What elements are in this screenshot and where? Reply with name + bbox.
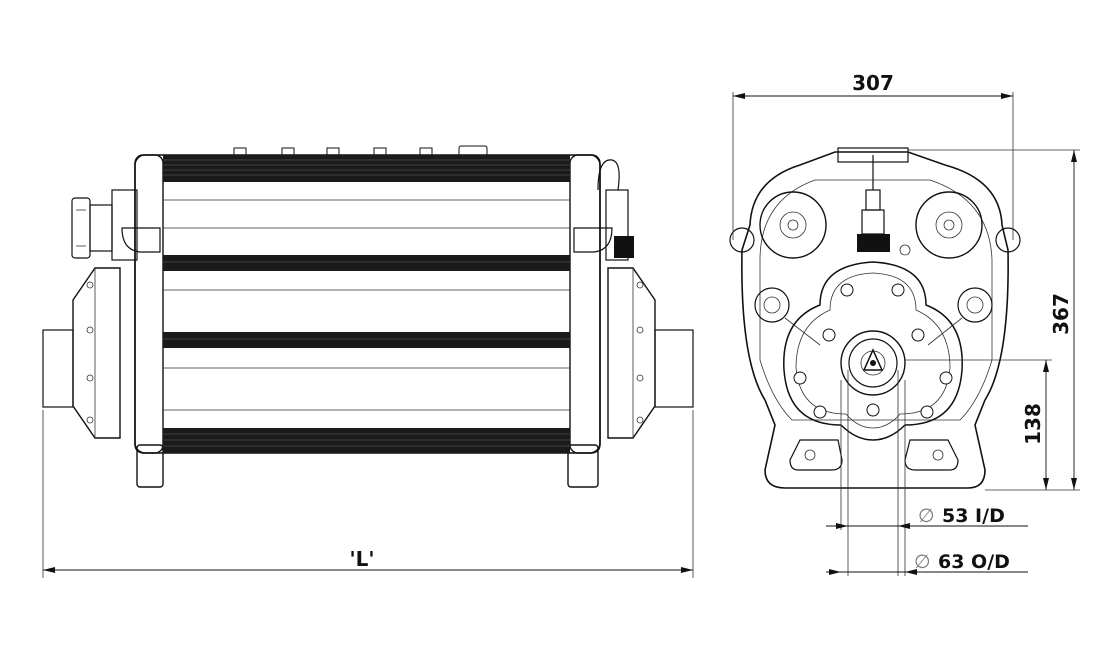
cable-gland [71,189,138,261]
inner-diameter-label: 53 I/D [942,505,1005,527]
bolts [793,283,953,419]
left-foot [136,444,164,488]
length-label: 'L' [350,547,375,571]
left-pipe-stub [42,329,74,408]
height-label: 367 [1049,293,1073,335]
width-dimension [732,92,1014,240]
axis-height-label: 138 [1021,403,1045,445]
right-foot-cutout [904,439,959,471]
axis-height-dimension [905,359,1052,490]
width-label: 307 [852,71,894,95]
ribbed-bands [163,155,570,453]
left-roller [759,191,827,259]
length-dimension [42,410,694,578]
side-view [42,145,694,488]
diameter-leaders [826,370,1028,576]
left-foot-cutout [789,439,843,471]
height-dimension [908,149,1080,491]
outer-diameter-label: 63 O/D [938,551,1010,573]
sensor-probe [837,147,911,256]
diameter-symbol-inner: ∅ [918,505,935,527]
centre-pipe [840,330,906,396]
right-roller [915,191,983,259]
diameter-symbol-outer: ∅ [914,551,931,573]
right-foot [567,444,599,488]
right-flange [607,267,656,439]
right-pipe-stub [654,329,694,408]
side-connector [597,159,634,261]
left-flange [72,267,121,439]
trefoil-flange [783,261,963,441]
end-view [729,147,1021,489]
